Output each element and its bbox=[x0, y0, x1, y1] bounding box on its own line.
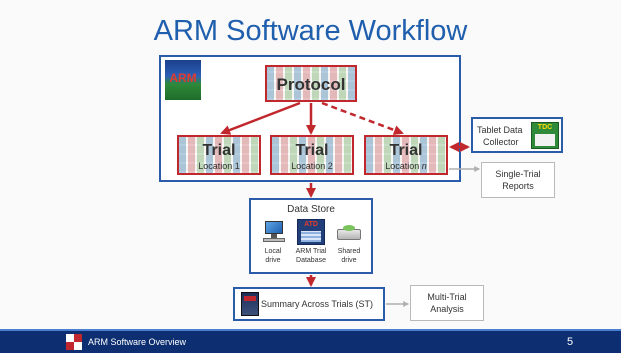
trial-location: Location 2 bbox=[291, 161, 333, 171]
footer-accent-line bbox=[0, 329, 621, 331]
protocol-label: Protocol bbox=[276, 75, 346, 94]
slide-title: ARM Software Workflow bbox=[153, 15, 468, 47]
data-store-title: Data Store bbox=[287, 204, 335, 215]
single-trial-line1: Single-Trial bbox=[495, 169, 541, 179]
protocol-to-trial-1-arrow bbox=[220, 101, 301, 135]
tdc-badge: TDC bbox=[537, 124, 553, 131]
arm-footer-logo bbox=[66, 334, 82, 350]
multi-trial-line2: Analysis bbox=[430, 304, 464, 314]
trial-title: Trial bbox=[389, 142, 423, 159]
database-icon: ATD bbox=[297, 219, 325, 245]
tablet-icon: TDC bbox=[531, 122, 559, 149]
tablet-data-collector-box[interactable]: Tablet Data Collector TDC bbox=[471, 117, 563, 153]
summary-icon bbox=[241, 292, 259, 316]
summary-label: Summary Across Trials (ST) bbox=[261, 299, 374, 309]
multi-trial-line1: Multi-Trial bbox=[427, 292, 467, 302]
arm-logo-text: ARM bbox=[169, 71, 197, 85]
multi-trial-analysis-box[interactable]: Multi-Trial Analysis bbox=[410, 285, 484, 321]
page-number: 5 bbox=[566, 336, 574, 348]
footer-bar: ARM Software Overview 5 bbox=[0, 331, 621, 353]
atd-badge: ATD bbox=[304, 221, 318, 228]
tdc-label-line1: Tablet Data bbox=[477, 125, 523, 135]
trial-location: Location 1 bbox=[198, 161, 240, 171]
single-trial-line2: Reports bbox=[502, 181, 534, 191]
single-trial-reports-box[interactable]: Single-Trial Reports bbox=[481, 162, 555, 198]
footer-text: ARM Software Overview bbox=[88, 337, 187, 347]
computer-icon bbox=[261, 221, 287, 243]
trial-box-1[interactable]: Trial Location 1 bbox=[177, 135, 261, 175]
trial-box-2[interactable]: Trial Location 2 bbox=[270, 135, 354, 175]
summary-across-trials-box[interactable]: Summary Across Trials (ST) bbox=[233, 287, 385, 321]
shared-drive-icon bbox=[335, 225, 363, 243]
trial-box-n[interactable]: Trial Location n bbox=[364, 135, 448, 175]
trial-title: Trial bbox=[202, 142, 236, 159]
protocol-to-trial-n-arrow bbox=[321, 101, 404, 135]
protocol-box[interactable]: Protocol bbox=[265, 65, 357, 102]
trial-location: Location n bbox=[385, 161, 427, 171]
tdc-label-line2: Collector bbox=[483, 137, 519, 147]
trial-title: Trial bbox=[295, 142, 329, 159]
arm-logo: ARM bbox=[165, 60, 201, 100]
